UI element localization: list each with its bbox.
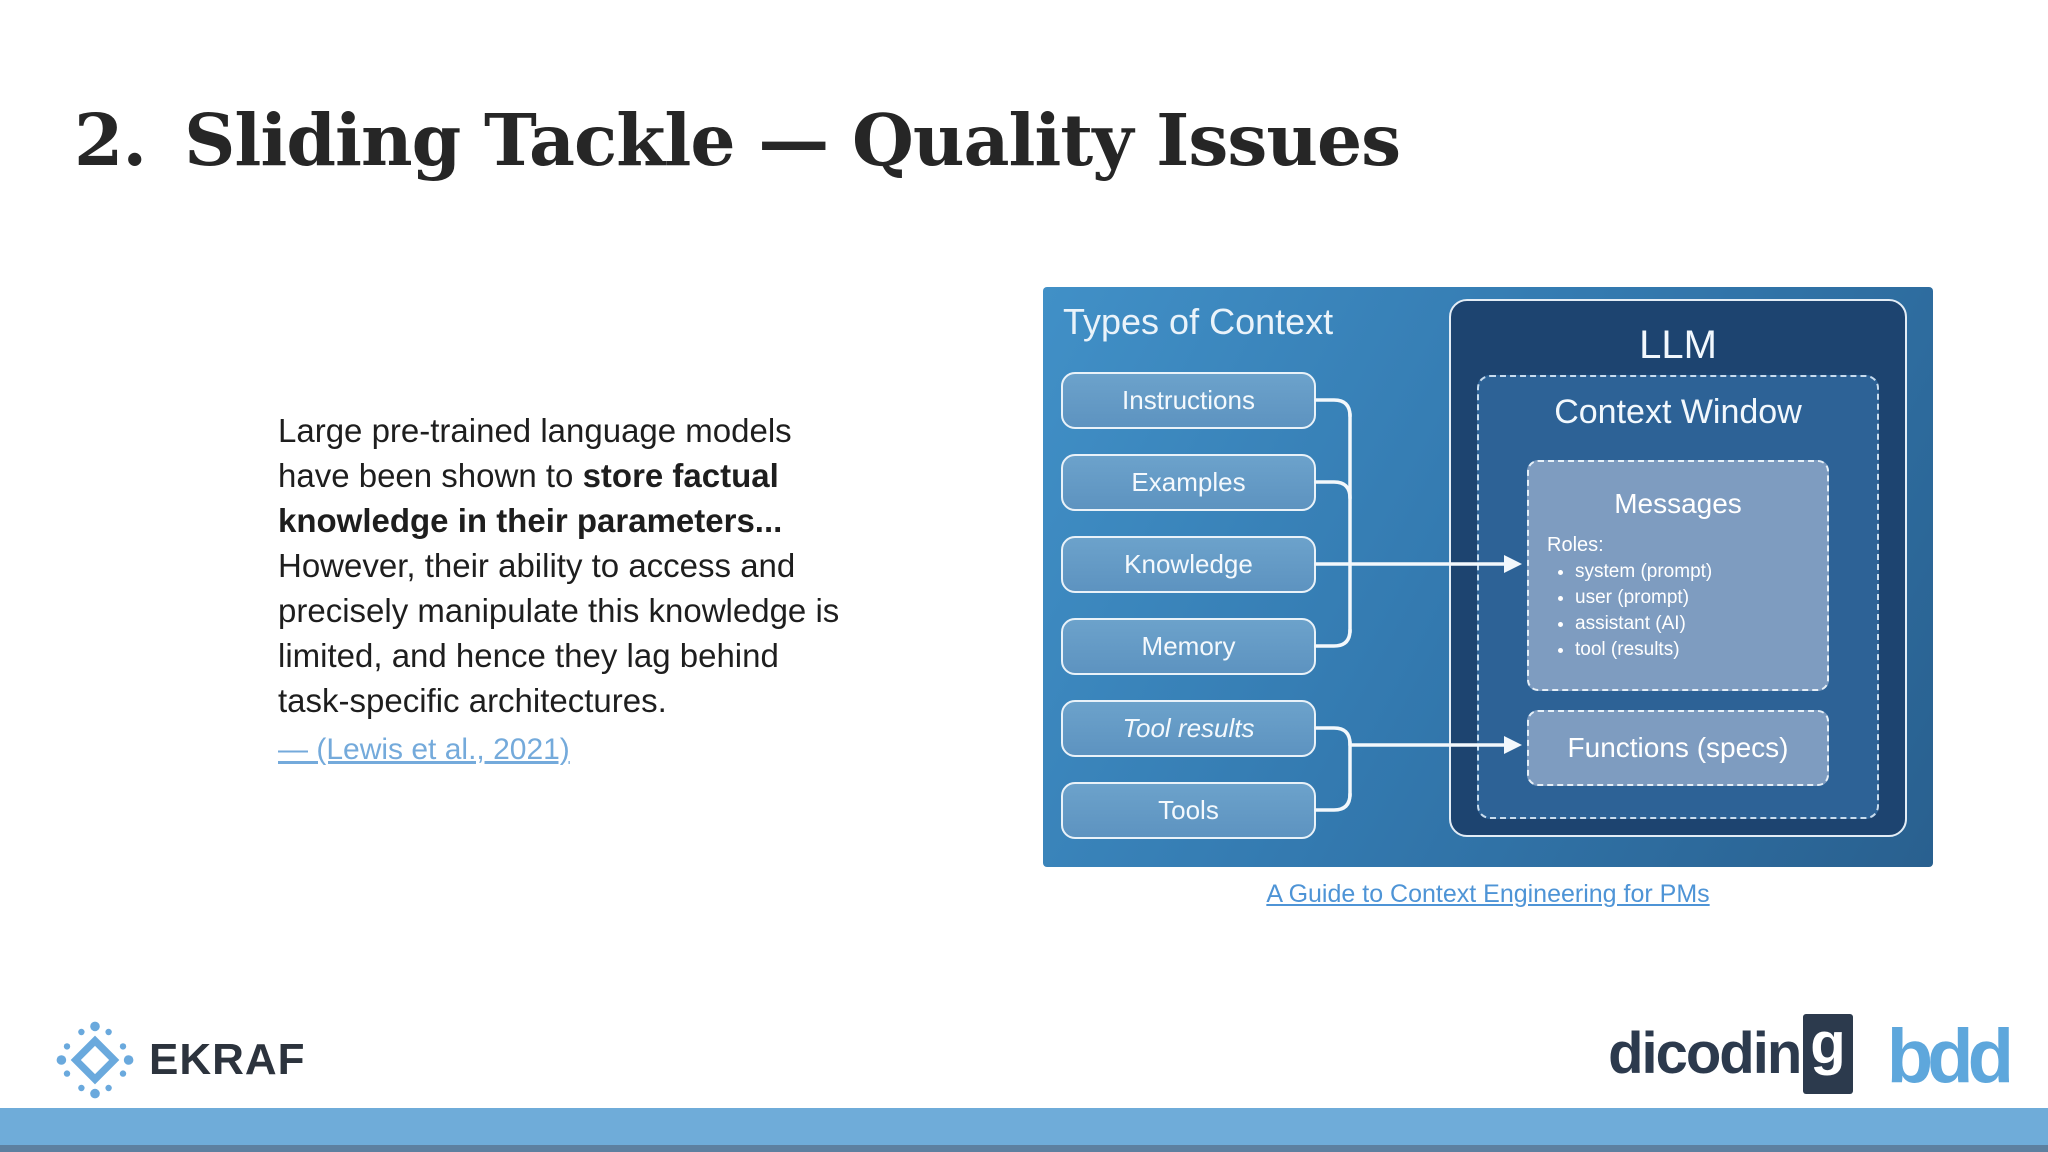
context-box-tool-results: Tool results bbox=[1061, 700, 1316, 757]
diagram-title: Types of Context bbox=[1063, 301, 1334, 342]
context-box-examples: Examples bbox=[1061, 454, 1316, 511]
bdd-logo: bdd bbox=[1886, 1013, 2014, 1099]
title-number: 2. bbox=[74, 97, 147, 182]
context-box-tools: Tools bbox=[1061, 782, 1316, 839]
llm-panel: LLM Context Window Messages Roles: syste… bbox=[1449, 299, 1907, 837]
page-title: 2. Sliding Tackle — Quality Issues bbox=[74, 97, 1401, 182]
context-box-instructions: Instructions bbox=[1061, 372, 1316, 429]
quote-line: precisely manipulate this knowledge is bbox=[278, 592, 840, 629]
dicoding-g-badge: g bbox=[1803, 1013, 1853, 1095]
context-window-panel: Context Window Messages Roles: system (p… bbox=[1477, 375, 1879, 819]
quote-line: have been shown to store factual bbox=[278, 457, 779, 494]
context-box-memory: Memory bbox=[1061, 618, 1316, 675]
context-window-title: Context Window bbox=[1554, 393, 1802, 431]
messages-title: Messages bbox=[1614, 488, 1742, 519]
quote-line: However, their ability to access and bbox=[278, 547, 796, 584]
roles-label: Roles: bbox=[1547, 534, 1604, 556]
context-box-knowledge: Knowledge bbox=[1061, 536, 1316, 593]
llm-title: LLM bbox=[1639, 323, 1717, 367]
context-type-column: Instructions Examples Knowledge Memory T… bbox=[1061, 372, 1316, 839]
ekraf-logo: EKRAF bbox=[55, 1020, 306, 1100]
citation-link[interactable]: — (Lewis et al., 2021) bbox=[278, 733, 570, 766]
functions-label: Functions (specs) bbox=[1567, 732, 1789, 763]
title-text: Sliding Tackle — Quality Issues bbox=[184, 97, 1401, 182]
context-diagram: Types of Context Instructions Examples K… bbox=[1043, 287, 1933, 867]
functions-box: Functions (specs) bbox=[1527, 710, 1829, 786]
quote-line: limited, and hence they lag behind bbox=[278, 637, 779, 674]
quote-line: task-specific architectures. bbox=[278, 682, 667, 719]
messages-box: Messages Roles: system (prompt) user (pr… bbox=[1527, 460, 1829, 691]
role-item: user (prompt) bbox=[1575, 585, 1827, 611]
role-item: tool (results) bbox=[1575, 637, 1827, 663]
role-item: assistant (AI) bbox=[1575, 611, 1827, 637]
bottom-accent-bar-edge bbox=[0, 1145, 2048, 1152]
role-item: system (prompt) bbox=[1575, 559, 1827, 585]
quote-line: knowledge in their parameters... bbox=[278, 502, 783, 539]
dicoding-wordmark: dicodin bbox=[1608, 1020, 1802, 1086]
quote-line: Large pre-trained language models bbox=[278, 412, 792, 449]
quote-block: Large pre-trained language models have b… bbox=[278, 408, 978, 772]
ekraf-wordmark: EKRAF bbox=[149, 1035, 306, 1084]
roles-list: system (prompt) user (prompt) assistant … bbox=[1529, 559, 1827, 663]
bottom-accent-bar bbox=[0, 1108, 2048, 1152]
diagram-caption-link[interactable]: A Guide to Context Engineering for PMs bbox=[1266, 880, 1710, 908]
ekraf-star-emblem-icon bbox=[56, 1021, 134, 1099]
